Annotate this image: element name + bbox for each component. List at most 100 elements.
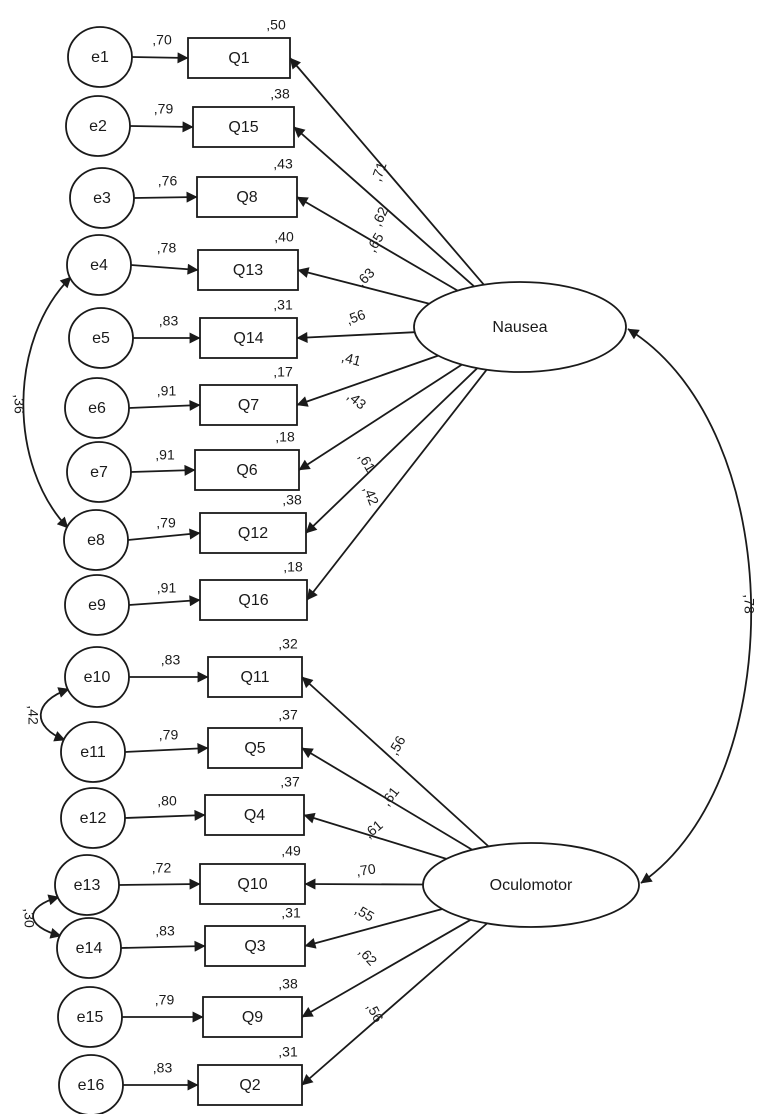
error-node [57, 986, 123, 1048]
item-box-label: Q15 [228, 119, 258, 136]
item-box [197, 249, 299, 291]
factor-covariance-arc [627, 328, 753, 884]
item-box-label: Q6 [236, 462, 257, 479]
oculomotor-loading-label: ,55 [352, 901, 377, 925]
item-box [194, 449, 300, 491]
r-squared-label: ,38 [270, 86, 290, 102]
error-node [60, 787, 126, 849]
nausea-loading-arrow [306, 369, 488, 601]
item-box-label: Q11 [240, 669, 269, 686]
error-path-arrow [124, 809, 206, 821]
error-node [66, 441, 132, 503]
error-node [64, 377, 130, 439]
error-path-arrow [118, 878, 201, 890]
item-box-label: Q1 [228, 50, 249, 67]
oculomotor-loading-label: ,70 [355, 860, 377, 879]
oculomotor-factor-label: Oculomotor [490, 877, 573, 894]
error-path-arrow [128, 595, 201, 607]
oculomotor-factor-ellipse [422, 842, 640, 928]
r-squared-label: ,18 [275, 429, 295, 445]
nausea-loading-arrow [296, 354, 439, 407]
error-loading-label: ,91 [157, 383, 177, 399]
oculomotor-loading-arrow [303, 812, 447, 860]
error-node-label: e12 [80, 810, 107, 827]
error-node-label: e14 [76, 940, 103, 957]
item-box [192, 106, 295, 148]
item-box [196, 176, 298, 218]
r-squared-label: ,38 [282, 492, 302, 508]
error-path-arrow [124, 743, 209, 754]
error-node [60, 721, 126, 783]
r-squared-label: ,37 [278, 707, 298, 723]
error-node [64, 574, 130, 636]
r-squared-label: ,43 [273, 156, 293, 172]
error-path-arrow [129, 121, 194, 133]
error-loading-label: ,79 [154, 101, 174, 117]
error-node-label: e2 [89, 118, 107, 135]
r-squared-label: ,18 [283, 559, 303, 575]
error-node-label: e11 [80, 744, 106, 761]
oculomotor-loading-arrow [301, 919, 472, 1018]
error-node [68, 307, 134, 369]
error-loading-label: ,91 [157, 580, 177, 596]
r-squared-label: ,32 [278, 636, 298, 652]
item-box-label: Q13 [233, 262, 263, 279]
error-path-arrow [120, 940, 206, 952]
item-box-label: Q9 [242, 1009, 263, 1026]
item-box [204, 794, 305, 836]
nausea-factor-label: Nausea [492, 319, 547, 336]
nausea-loading-label: ,61 [355, 450, 379, 475]
oculomotor-loading-arrow [301, 747, 473, 851]
error-node-label: e7 [90, 464, 108, 481]
error-loading-label: ,91 [155, 447, 175, 463]
nodes-layer [54, 26, 640, 1114]
item-box [199, 863, 306, 905]
error-loading-label: ,83 [159, 313, 179, 329]
r-squared-label: ,31 [278, 1044, 298, 1060]
r-squared-label: ,50 [266, 17, 286, 33]
error-node-label: e3 [93, 190, 111, 207]
item-box [202, 996, 303, 1038]
error-node [58, 1054, 124, 1114]
error-node-label: e1 [91, 49, 109, 66]
error-loading-label: ,79 [156, 515, 176, 531]
error-node-label: e4 [90, 257, 108, 274]
item-box-label: Q16 [238, 592, 268, 609]
item-box [197, 1064, 303, 1106]
r-squared-label: ,49 [281, 843, 301, 859]
item-box-label: Q14 [233, 330, 263, 347]
error-loading-label: ,70 [152, 32, 172, 48]
error-node-label: e6 [88, 400, 106, 417]
oculomotor-loading-arrow [301, 676, 490, 848]
nausea-loading-arrow [296, 331, 415, 343]
item-box [187, 37, 291, 79]
item-box [204, 925, 306, 967]
nausea-loading-label: ,56 [344, 306, 368, 328]
error-path-arrow [133, 191, 198, 203]
error-covariance-arc [39, 687, 70, 742]
item-box-label: Q12 [238, 525, 268, 542]
oculomotor-loading-arrow [304, 878, 424, 890]
item-box [207, 727, 303, 769]
error-node-label: e5 [92, 330, 110, 347]
error-covariance-arc [22, 276, 72, 529]
error-node [54, 854, 120, 916]
error-node [56, 917, 122, 979]
error-path-arrow [130, 464, 196, 476]
error-path-arrow [131, 52, 189, 64]
error-loading-label: ,79 [159, 727, 179, 743]
error-loading-label: ,80 [157, 793, 177, 809]
error-node [64, 646, 130, 708]
item-box-label: Q10 [237, 876, 267, 893]
r-squared-label: ,37 [280, 774, 300, 790]
nausea-loading-arrow [296, 196, 459, 292]
r-squared-label: ,17 [273, 364, 293, 380]
item-box [199, 384, 298, 426]
nausea-loading-arrow [298, 363, 463, 471]
error-node [65, 95, 131, 157]
r-squared-label: ,40 [274, 229, 294, 245]
item-box-label: Q8 [236, 189, 257, 206]
oculomotor-loading-arrow [301, 922, 488, 1086]
error-loading-label: ,83 [153, 1060, 173, 1076]
error-loading-label: ,76 [158, 173, 178, 189]
